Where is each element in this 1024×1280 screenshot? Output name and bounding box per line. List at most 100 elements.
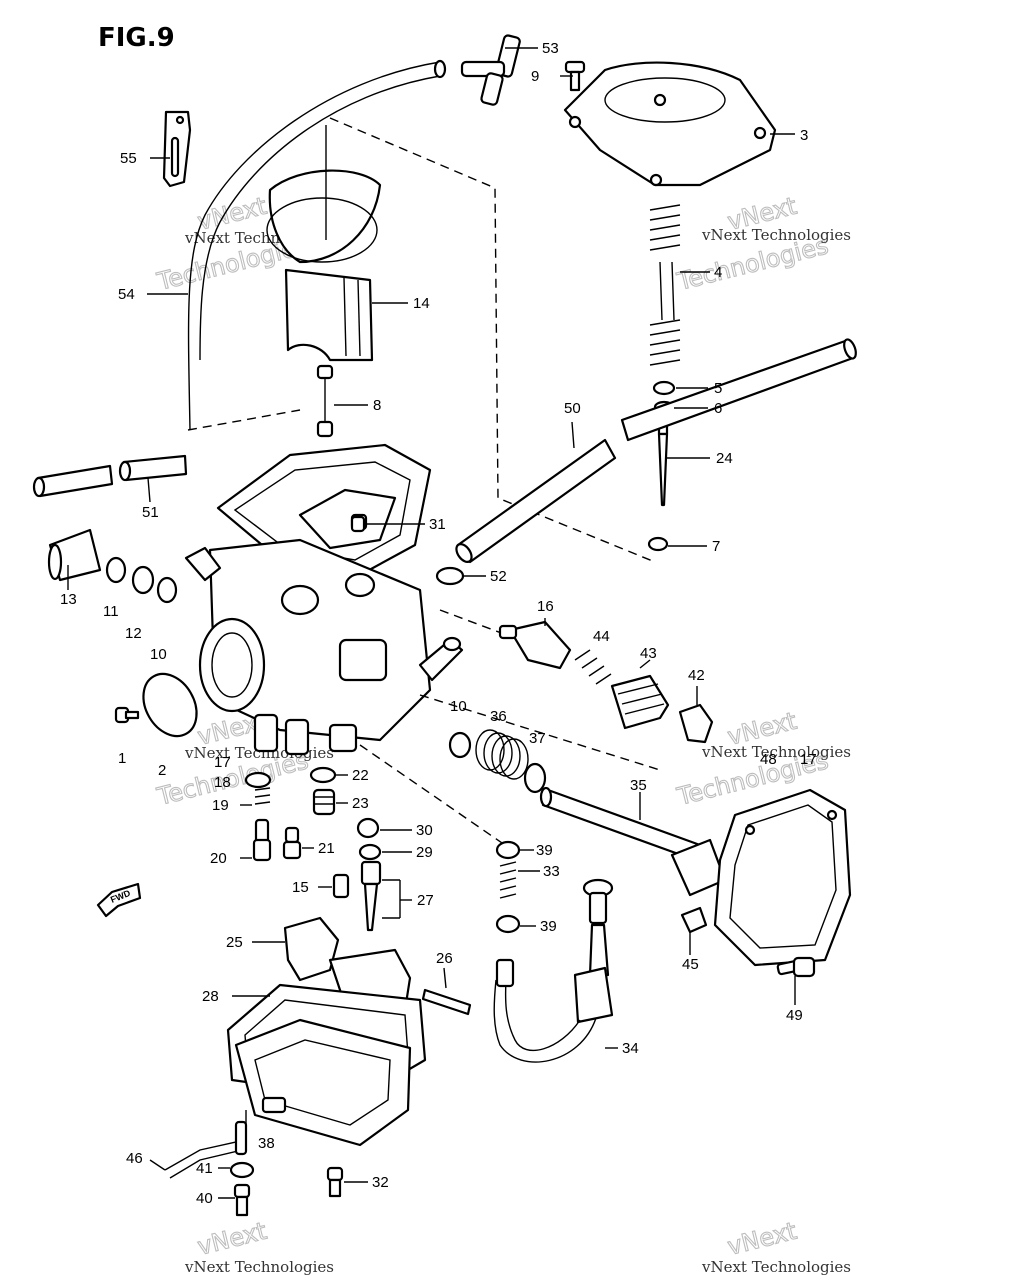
hose-54-outer xyxy=(187,61,441,431)
starter-plunger-16 xyxy=(498,620,572,670)
callout-1: 1 xyxy=(118,750,126,767)
callout-38: 38 xyxy=(258,1135,275,1152)
bracket-55 xyxy=(162,110,192,188)
collar-45 xyxy=(680,906,708,934)
callout-45: 45 xyxy=(682,956,699,973)
callout-12: 12 xyxy=(125,625,142,642)
callout-39b: 39 xyxy=(540,918,557,935)
hose-54-inner xyxy=(199,75,441,361)
callout-32: 32 xyxy=(372,1174,389,1191)
o-ring-10a xyxy=(156,576,178,604)
callout-51: 51 xyxy=(142,504,159,521)
callout-3: 3 xyxy=(800,127,808,144)
spring-4 xyxy=(649,204,681,366)
o-ring-10b xyxy=(448,731,472,759)
callout-48: 48 xyxy=(760,751,777,768)
idle-adjuster-34 xyxy=(493,878,614,1063)
callout-25: 25 xyxy=(226,934,243,951)
callout-9: 9 xyxy=(531,68,539,85)
watermark-big-5a: vNext xyxy=(195,1217,270,1261)
plate-2 xyxy=(142,672,198,738)
callout-53: 53 xyxy=(542,40,559,57)
spring-36 xyxy=(475,729,529,780)
o-ring-52 xyxy=(435,566,465,586)
callout-49: 49 xyxy=(786,1007,803,1024)
callout-50: 50 xyxy=(564,400,581,417)
callout-39a: 39 xyxy=(536,842,553,859)
spring-19 xyxy=(254,787,271,805)
callout-21: 21 xyxy=(318,840,335,857)
callout-15: 15 xyxy=(292,879,309,896)
tee-fitting-53 xyxy=(460,34,521,106)
callout-41: 41 xyxy=(196,1160,213,1177)
watermark-small-2: vNext Technologies xyxy=(701,226,851,244)
watermark-small-5: vNext Technologies xyxy=(184,1258,334,1276)
callout-42: 42 xyxy=(688,667,705,684)
cap-42 xyxy=(678,703,714,744)
assembly-line-d xyxy=(419,694,661,771)
screw-49 xyxy=(776,956,816,978)
callout-46: 46 xyxy=(126,1150,143,1167)
callout-34: 34 xyxy=(622,1040,639,1057)
washer-39a xyxy=(495,840,521,860)
pin-26 xyxy=(421,988,472,1016)
cap-13 xyxy=(47,528,102,582)
screw-32 xyxy=(326,1166,344,1198)
callout-8: 8 xyxy=(373,397,381,414)
float-bowl-38 xyxy=(234,1018,412,1147)
callout-11: 11 xyxy=(103,603,119,620)
watermark-small-6: vNext Technologies xyxy=(701,1258,851,1276)
callout-17a: 17 xyxy=(214,754,231,771)
cover-48 xyxy=(713,788,852,967)
washer-17 xyxy=(244,771,272,789)
callout-27: 27 xyxy=(417,892,434,909)
callout-52: 52 xyxy=(490,568,507,585)
tube-46-end xyxy=(234,1120,248,1156)
cap-30 xyxy=(356,817,380,839)
callout-22: 22 xyxy=(352,767,369,784)
hose-50 xyxy=(455,338,857,564)
callout-19: 19 xyxy=(212,797,229,814)
hose-51 xyxy=(32,454,188,498)
callout-10b: 10 xyxy=(450,698,467,715)
holder-23 xyxy=(312,788,336,816)
carburetor-body xyxy=(184,443,464,756)
callout-29: 29 xyxy=(416,844,433,861)
figure-title: FIG.9 xyxy=(98,23,175,53)
callout-6: 6 xyxy=(714,400,722,417)
needle-24 xyxy=(657,418,669,507)
retainer-5 xyxy=(652,380,676,396)
washer-41 xyxy=(229,1161,255,1179)
leader-lines xyxy=(67,47,796,1199)
callout-13: 13 xyxy=(60,591,77,608)
callout-7: 7 xyxy=(712,538,720,555)
callout-54: 54 xyxy=(118,286,135,303)
watermark-big-6a: vNext xyxy=(725,1217,800,1261)
hose-54-end xyxy=(433,59,447,79)
callouts: 53 9 3 55 4 54 14 5 6 8 50 24 51 31 7 52… xyxy=(60,40,817,1207)
callout-30: 30 xyxy=(416,822,433,839)
callout-31: 31 xyxy=(429,516,446,533)
callout-35: 35 xyxy=(630,777,647,794)
spring-33 xyxy=(499,861,517,899)
callout-2: 2 xyxy=(158,762,166,779)
screw-31 xyxy=(350,515,366,533)
callout-55: 55 xyxy=(120,150,137,167)
callout-44: 44 xyxy=(593,628,610,645)
spring-44 xyxy=(574,649,612,685)
callout-24: 24 xyxy=(716,450,733,467)
needle-valve-27 xyxy=(360,860,382,932)
callout-10a: 10 xyxy=(150,646,167,663)
screw-9 xyxy=(564,60,586,92)
screw-20 xyxy=(252,818,272,862)
callout-43: 43 xyxy=(640,645,657,662)
clip-7 xyxy=(647,536,669,552)
washer-29 xyxy=(358,843,382,861)
vacuum-piston-14 xyxy=(266,125,382,362)
washer-37 xyxy=(523,762,547,794)
screw-1 xyxy=(114,706,140,724)
assembly-line-b xyxy=(187,409,301,431)
washer-11 xyxy=(105,556,127,584)
callout-20: 20 xyxy=(210,850,227,867)
